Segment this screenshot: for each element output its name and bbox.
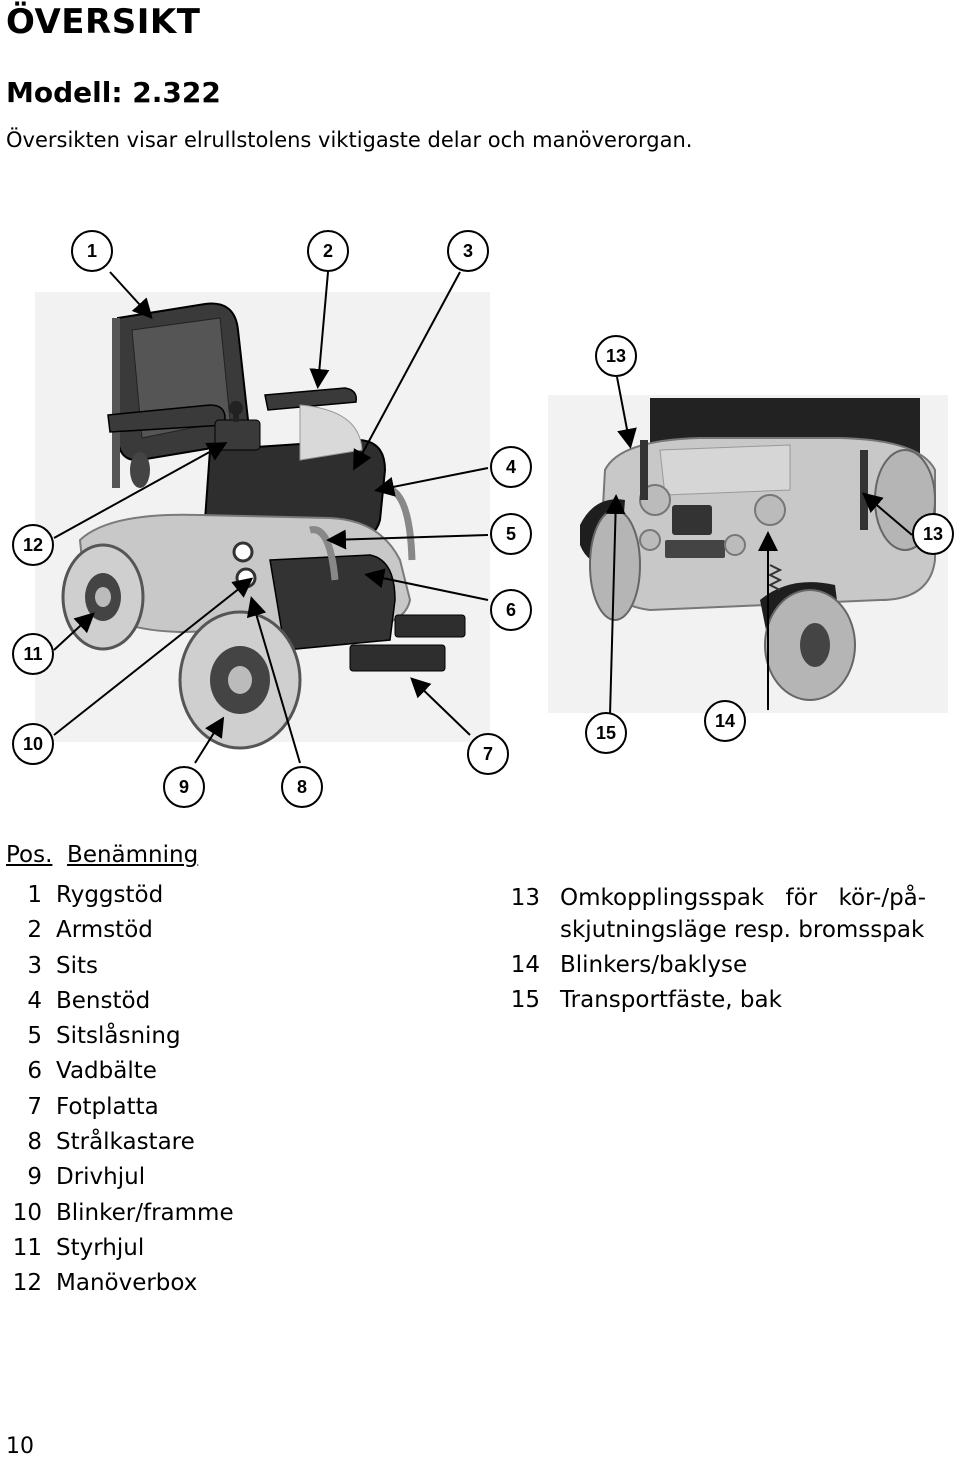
callout-13-top: 13: [595, 335, 637, 377]
legend-pos-label: Pos.: [6, 842, 52, 868]
callout-4: 4: [490, 446, 532, 488]
callout-8: 8: [281, 766, 323, 808]
callout-1: 1: [71, 230, 113, 272]
callout-7: 7: [467, 733, 509, 775]
legend-item: 7 Fotplatta: [0, 1094, 159, 1120]
legend-header: Pos. Benämning: [6, 842, 198, 868]
legend-item-label: Strålkastare: [56, 1129, 195, 1155]
legend-item: 8 Strålkastare: [0, 1129, 195, 1155]
legend-item-num: 7: [0, 1094, 42, 1120]
legend-item-label: Fotplatta: [56, 1094, 159, 1120]
legend-item: 1 Ryggstöd: [0, 882, 163, 908]
callout-9: 9: [163, 766, 205, 808]
callout-11: 11: [12, 633, 54, 675]
legend-item-label: Sitslåsning: [56, 1023, 181, 1049]
legend-item: 6 Vadbälte: [0, 1058, 157, 1084]
wheelchair-illustration: [0, 0, 960, 820]
legend-item-num: 10: [0, 1200, 42, 1226]
legend-item: 5 Sitslåsning: [0, 1023, 181, 1049]
legend-item-num: 12: [0, 1270, 42, 1296]
legend-item-label: Drivhjul: [56, 1164, 145, 1190]
legend-item-num: 6: [0, 1058, 42, 1084]
legend-item-num: 4: [0, 988, 42, 1014]
legend-item: 15 Transportfäste, bak: [510, 987, 782, 1013]
legend-item-label: Blinkers/baklyse: [560, 952, 747, 978]
callout-2: 2: [307, 230, 349, 272]
legend-item-label: Vadbälte: [56, 1058, 157, 1084]
legend-item-num: 13: [510, 885, 540, 911]
legend-item-label: skjutningsläge resp. bromsspak: [560, 917, 924, 943]
legend-item-label: Transportfäste, bak: [560, 987, 782, 1013]
legend-item: 3 Sits: [0, 953, 98, 979]
legend-item: 4 Benstöd: [0, 988, 150, 1014]
legend-item-num: 9: [0, 1164, 42, 1190]
callout-6: 6: [490, 589, 532, 631]
page-number: 10: [6, 1434, 34, 1459]
legend-item-label: Omkopplingsspak för kör-/på-: [560, 885, 926, 911]
legend-item: 14 Blinkers/baklyse: [510, 952, 747, 978]
callout-14: 14: [704, 700, 746, 742]
legend-item: 9 Drivhjul: [0, 1164, 145, 1190]
legend-item-num: 5: [0, 1023, 42, 1049]
callout-13-right: 13: [912, 513, 954, 555]
legend-item-num: 14: [510, 952, 540, 978]
legend-item: 13 Omkopplingsspak för kör-/på-: [510, 885, 926, 911]
legend-name-label: Benämning: [67, 842, 198, 868]
legend-item-label: Armstöd: [56, 917, 153, 943]
legend-item-num: 3: [0, 953, 42, 979]
callout-12: 12: [12, 524, 54, 566]
legend-item-num: 2: [0, 917, 42, 943]
legend-item-num: 11: [0, 1235, 42, 1261]
callout-3: 3: [447, 230, 489, 272]
legend-item-label: Sits: [56, 953, 98, 979]
legend-item: 12 Manöverbox: [0, 1270, 197, 1296]
legend-item-num: 8: [0, 1129, 42, 1155]
callout-10: 10: [12, 723, 54, 765]
legend-item: 11 Styrhjul: [0, 1235, 144, 1261]
legend-item-label: Benstöd: [56, 988, 150, 1014]
callout-5: 5: [490, 513, 532, 555]
legend-item-label: Styrhjul: [56, 1235, 144, 1261]
legend-item: 10 Blinker/framme: [0, 1200, 234, 1226]
legend-item-num: 1: [0, 882, 42, 908]
legend-item-label: Blinker/framme: [56, 1200, 234, 1226]
callout-15: 15: [585, 712, 627, 754]
legend-item-label: Ryggstöd: [56, 882, 163, 908]
legend-item-label: Manöverbox: [56, 1270, 197, 1296]
legend-item: 2 Armstöd: [0, 917, 153, 943]
legend-item-continuation: skjutningsläge resp. bromsspak: [510, 917, 924, 943]
legend-item-num: 15: [510, 987, 540, 1013]
